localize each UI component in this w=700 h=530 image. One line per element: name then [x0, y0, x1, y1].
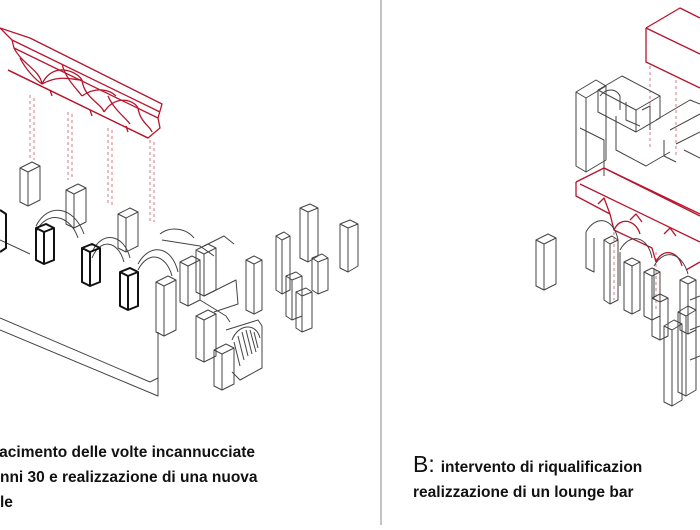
top-block-red	[645, 7, 700, 89]
pillars-middle	[155, 228, 239, 337]
caption-b: B: intervento di riqualificazion realizza…	[413, 452, 642, 505]
vault-level-red	[575, 167, 700, 271]
caption-a: facimento delle volte incannucciate nni …	[0, 440, 258, 515]
lone-pillar	[535, 233, 557, 291]
arcade-b	[585, 220, 700, 341]
pillars-upper	[19, 161, 139, 253]
caption-b-letter: B:	[413, 451, 435, 477]
caption-a-line-1: facimento delle volte incannucciate	[0, 444, 255, 461]
vault-roof-red	[0, 27, 163, 139]
caption-a-line-3: le	[0, 494, 13, 511]
arch-wall	[0, 209, 179, 397]
pillars-highlighted	[0, 209, 139, 311]
caption-a-line-2: nni 30 e realizzazione di una nuova	[0, 469, 258, 486]
lower-block	[195, 309, 263, 391]
caption-b-line-2: realizzazione di un lounge bar	[413, 484, 634, 501]
pillars-right	[245, 203, 359, 333]
projection-lines	[29, 95, 155, 222]
caption-b-line-1: intervento di riqualificazion	[440, 459, 643, 476]
panel-b-drawing	[535, 7, 700, 407]
upper-building	[575, 75, 700, 176]
panel-a-drawing	[0, 27, 359, 397]
lower-pillars-b	[663, 305, 700, 407]
